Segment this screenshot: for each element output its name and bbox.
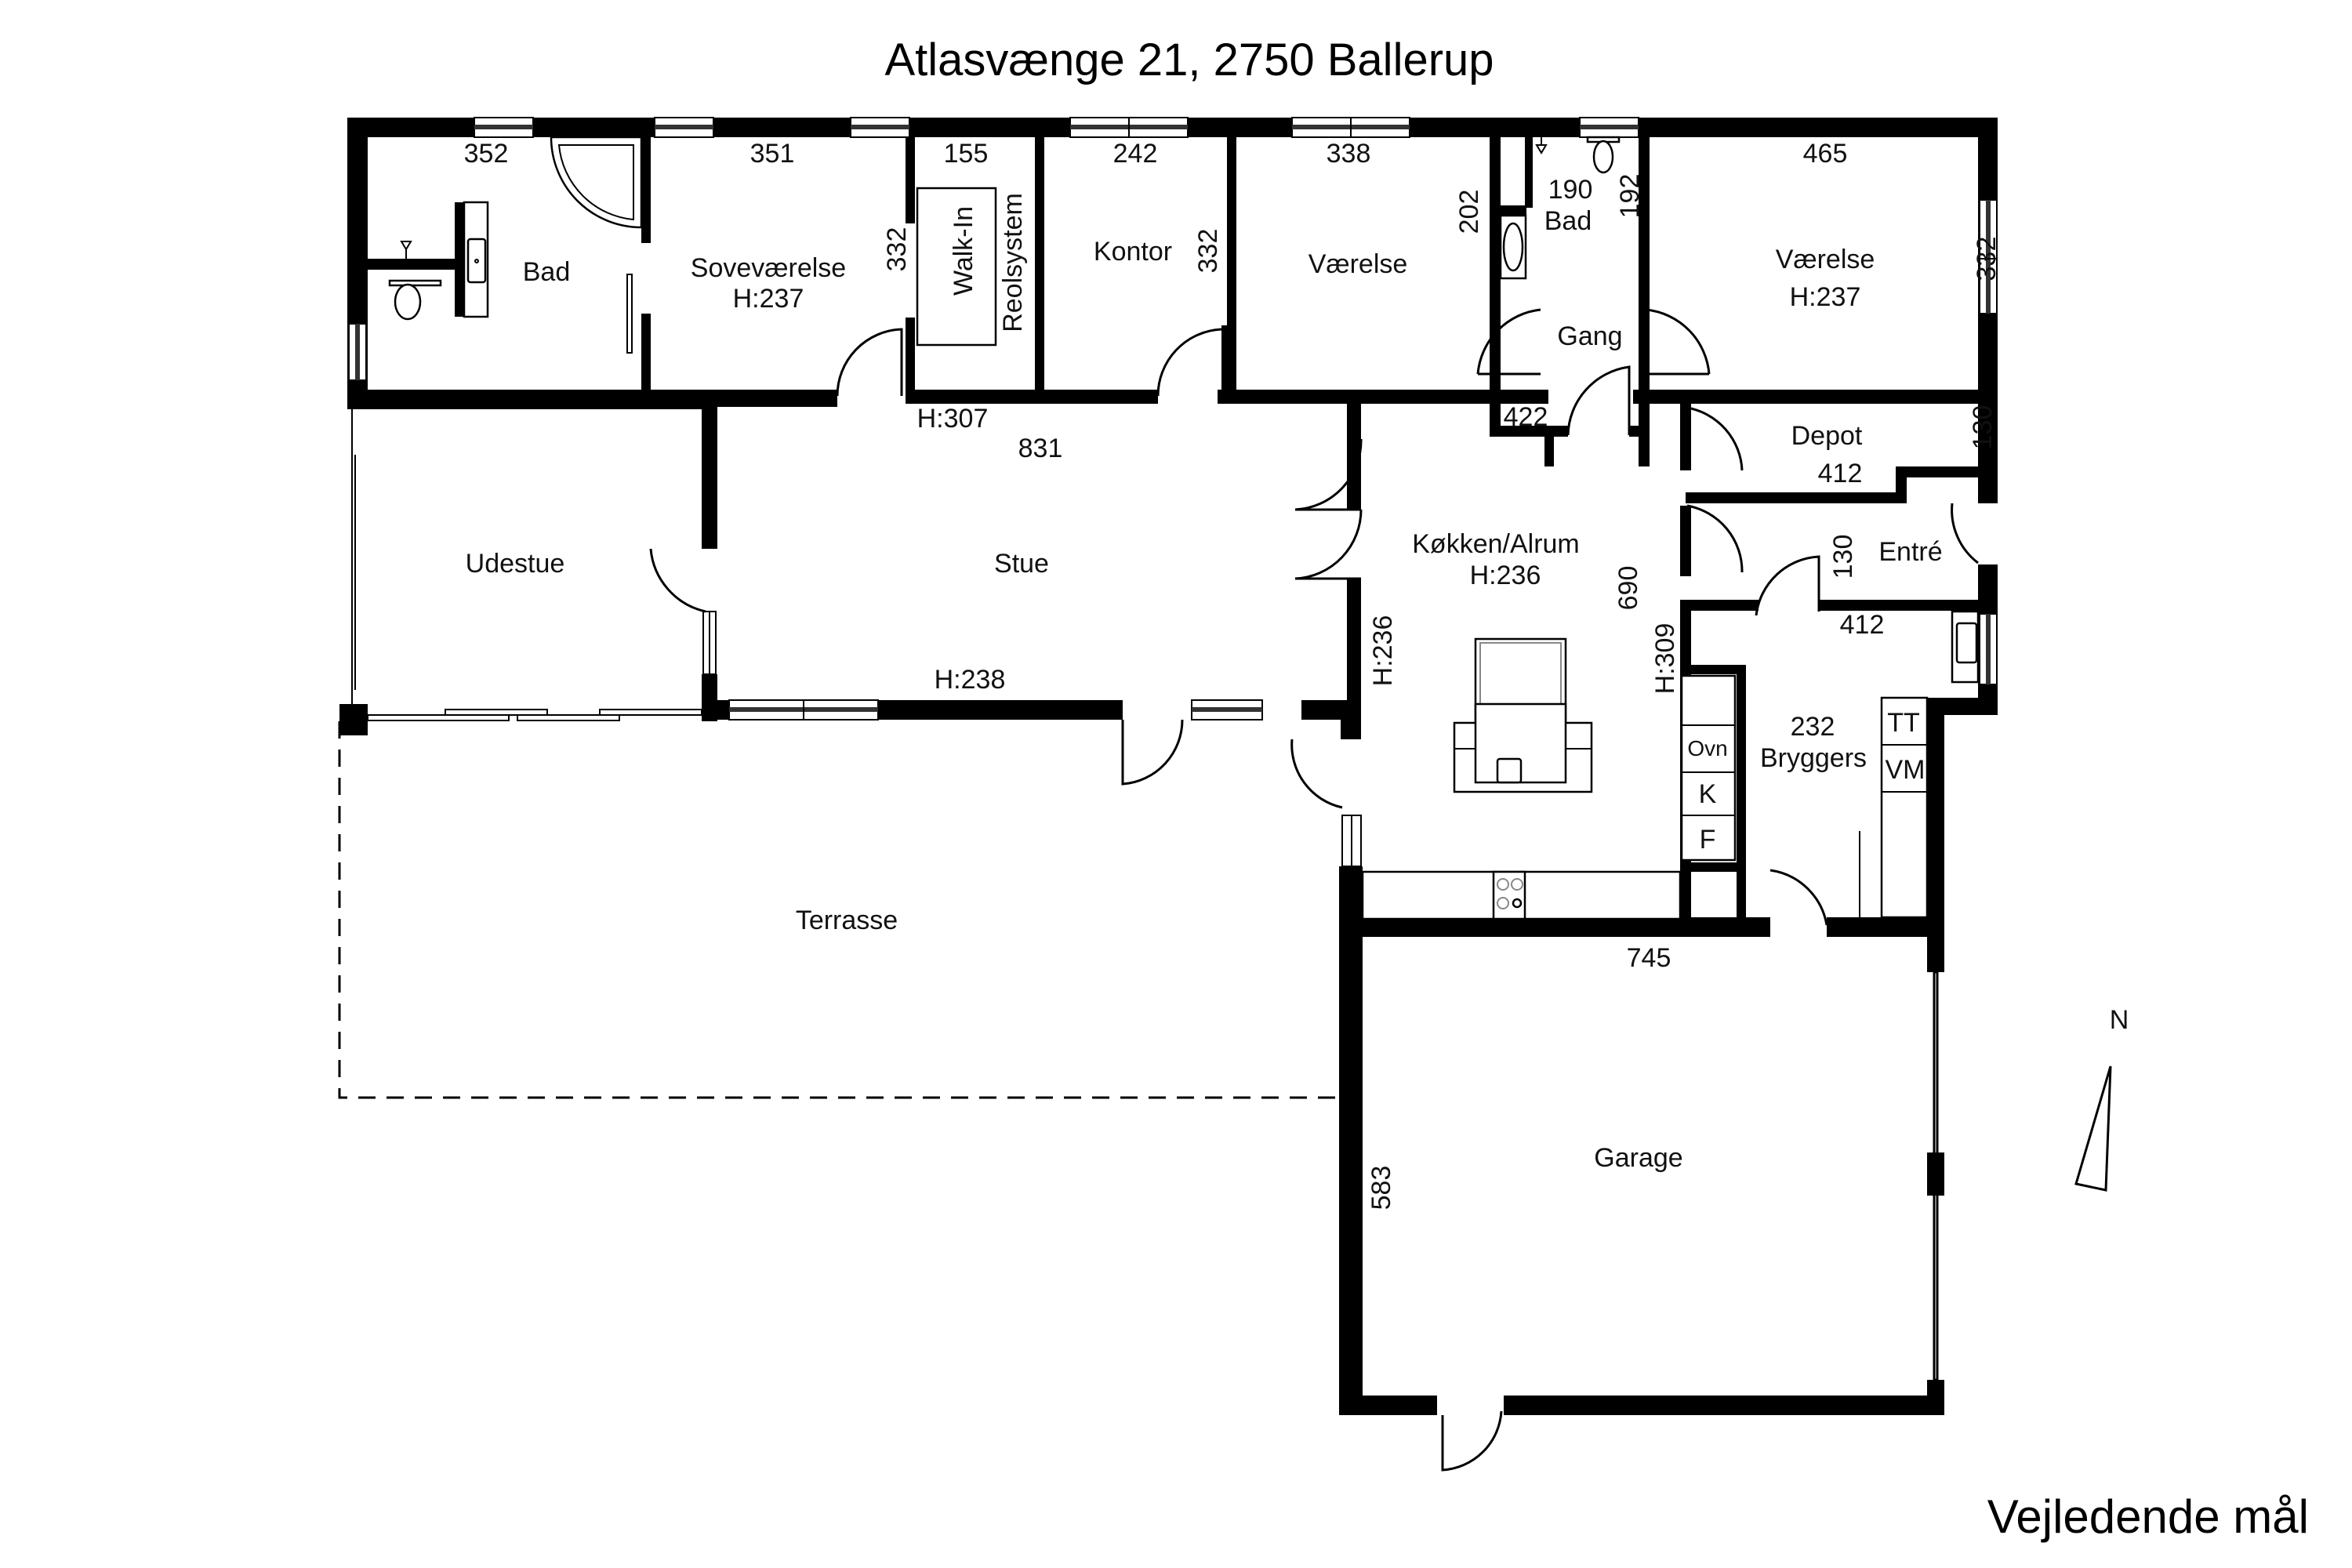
windows — [348, 117, 1998, 867]
label-koekken-wall-right: H:309 — [1650, 623, 1680, 695]
dim-vaerelse2-depth: 332 — [1972, 237, 2002, 281]
label-bad1: Bad — [523, 257, 571, 287]
label-bryggers: Bryggers — [1760, 743, 1867, 773]
dim-bryggers-width: 232 — [1791, 712, 1835, 742]
label-udestue: Udestue — [466, 549, 565, 579]
label-koekken-wall-left: H:236 — [1368, 615, 1398, 687]
label-appliance-vm: VM — [1886, 755, 1926, 785]
dim-stue-width: 831 — [1018, 434, 1063, 463]
dim-vaerelse2-width: 465 — [1803, 139, 1848, 169]
label-appliance-f: F — [1700, 825, 1716, 855]
label-sove-height: H:237 — [733, 284, 804, 314]
compass-label: N — [2110, 1005, 2129, 1035]
dim-depot-depth: 130 — [1968, 405, 1998, 450]
page-title: Atlasvænge 21, 2750 Ballerup — [884, 34, 1494, 85]
label-koekken: Køkken/Alrum — [1412, 529, 1580, 559]
label-vaerelse2-height: H:237 — [1790, 282, 1861, 312]
label-walkin: Walk-In — [949, 206, 978, 296]
dim-entre-depth: 130 — [1828, 535, 1858, 579]
label-sovevaerelse: Soveværelse — [691, 253, 846, 283]
label-reolsystem: Reolsystem — [998, 193, 1028, 332]
label-kontor: Kontor — [1094, 237, 1172, 267]
dim-depot-width: 412 — [1818, 459, 1863, 488]
walls — [339, 118, 1998, 1415]
dim-entre-width: 412 — [1840, 610, 1885, 640]
doors — [626, 187, 1979, 1472]
label-stue-ceiling-low: H:238 — [935, 665, 1006, 695]
dim-garage-width: 745 — [1627, 943, 1671, 973]
label-koekken-height: H:236 — [1470, 561, 1541, 590]
dim-gang-width: 422 — [1504, 402, 1548, 432]
dim-bad2-width: 190 — [1548, 175, 1593, 205]
label-entre: Entré — [1878, 537, 1942, 567]
label-stue-ceiling-high: H:307 — [917, 404, 989, 434]
label-appliance-k: K — [1699, 779, 1717, 809]
dim-garage-depth: 583 — [1367, 1166, 1396, 1210]
footer-note: Vejledende mål — [1987, 1490, 2309, 1543]
label-gang: Gang — [1557, 321, 1622, 351]
terrasse-outline — [338, 721, 1342, 1099]
label-vaerelse1: Værelse — [1308, 249, 1408, 279]
label-vaerelse2: Værelse — [1776, 245, 1875, 274]
north-arrow-icon: N — [2074, 1005, 2129, 1192]
dim-kontor-depth: 332 — [1193, 229, 1223, 274]
dim-bad2-depth: 192 — [1615, 174, 1645, 219]
label-stue: Stue — [994, 549, 1049, 579]
label-bad2: Bad — [1544, 206, 1592, 236]
dim-kontor-width: 242 — [1113, 139, 1158, 169]
dim-sove-depth: 332 — [882, 227, 912, 272]
label-garage: Garage — [1594, 1143, 1682, 1173]
dim-walkin-width: 155 — [944, 139, 989, 169]
dim-sove-width: 351 — [750, 139, 795, 169]
dim-bad1-width: 352 — [464, 139, 509, 169]
label-depot: Depot — [1791, 421, 1863, 451]
label-appliance-ovn: Ovn — [1687, 736, 1727, 760]
dim-vaerelse1-depth: 202 — [1454, 190, 1484, 234]
dim-vaerelse1-width: 338 — [1327, 139, 1371, 169]
label-terrasse: Terrasse — [796, 906, 898, 935]
dim-koekken-depth: 690 — [1613, 566, 1643, 611]
fixtures — [368, 136, 1980, 920]
label-appliance-tt: TT — [1887, 708, 1920, 738]
room-labels: 352 Bad 351 Soveværelse H:237 332 155 Wa… — [464, 139, 2002, 1210]
